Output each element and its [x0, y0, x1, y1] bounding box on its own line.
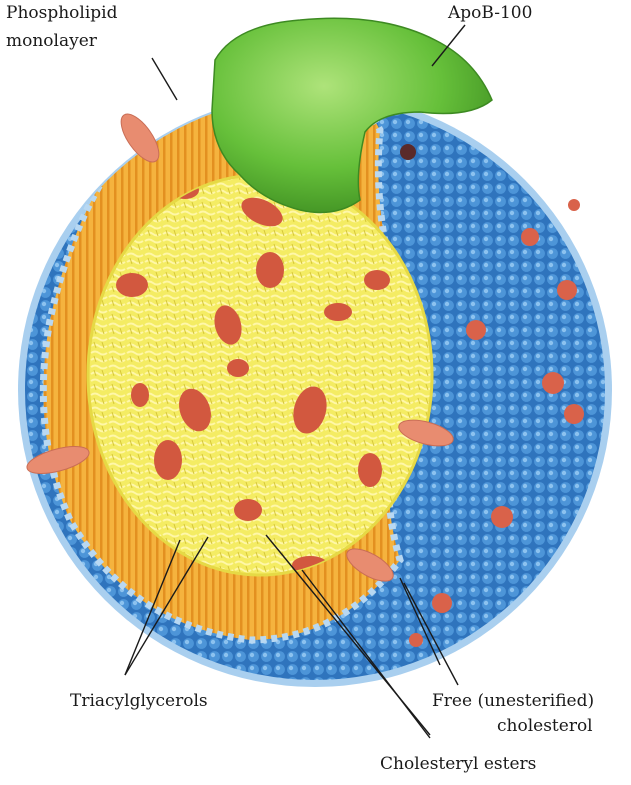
label-apob-100: ApoB-100	[448, 3, 532, 24]
label-phospholipid-line2: monolayer	[6, 31, 97, 52]
label-free-cholesterol-line2: cholesterol	[497, 716, 593, 737]
leader-phospholipid	[152, 58, 177, 100]
label-free-cholesterol-line1: Free (unesterified)	[432, 691, 594, 712]
label-phospholipid-line1: Phospholipid	[6, 3, 118, 24]
label-cholesteryl-esters: Cholesteryl esters	[380, 754, 536, 775]
label-triacylglycerols: Triacylglycerols	[70, 691, 208, 712]
